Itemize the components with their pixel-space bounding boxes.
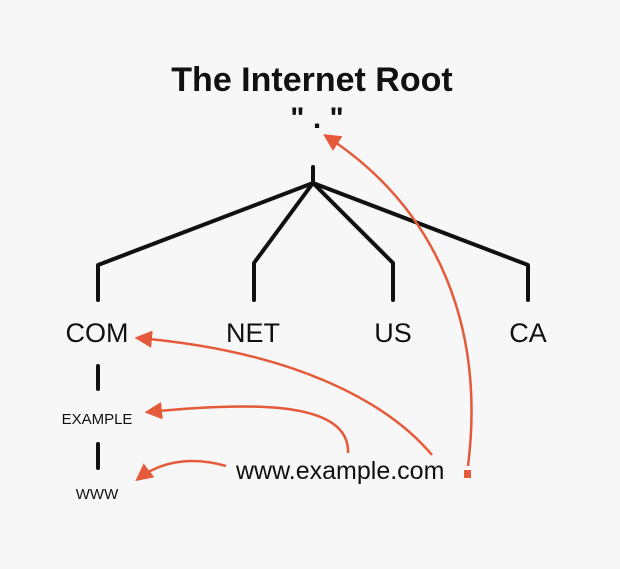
domain-name-text: www.example.com (235, 457, 444, 485)
arrow-to-root (323, 134, 473, 467)
root-node-label: " . " (290, 102, 343, 135)
tld-node-net: NET (226, 318, 280, 348)
diagram-title: The Internet Root (171, 61, 452, 99)
arrow-to-www (135, 459, 227, 482)
resolution-arrows (134, 134, 473, 482)
branch-ca (311, 181, 530, 302)
tree-branches (96, 165, 530, 470)
branch-com (96, 181, 315, 302)
tld-node-com: COM (66, 318, 129, 348)
www-node-label: WWW (76, 486, 119, 503)
branch-us (311, 181, 395, 302)
example-node-label: EXAMPLE (62, 411, 133, 428)
root-dot-marker (464, 470, 471, 478)
tld-node-us: US (374, 318, 412, 348)
tld-node-ca: CA (509, 318, 547, 348)
arrow-to-com (134, 330, 433, 456)
arrow-to-example (144, 401, 350, 454)
branch-net (252, 181, 315, 302)
